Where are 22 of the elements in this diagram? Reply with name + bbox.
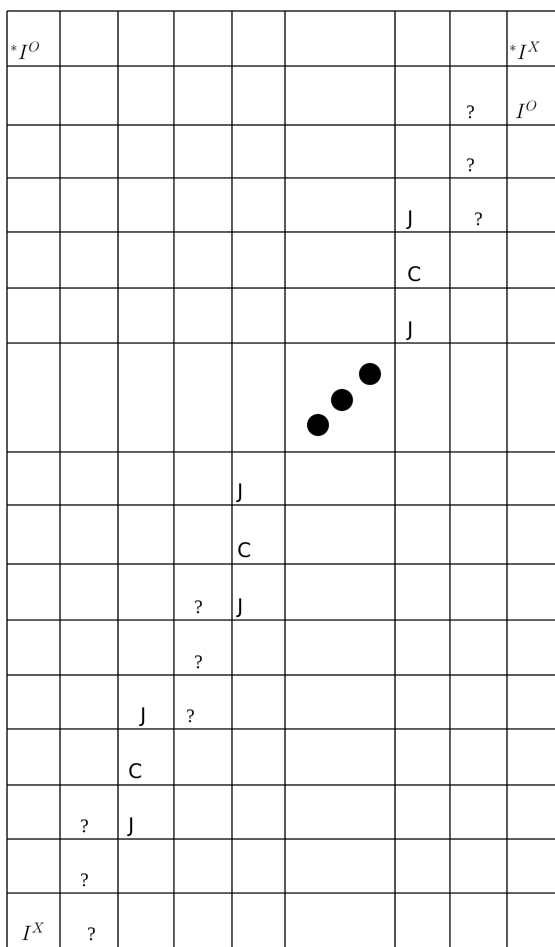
cell-letter: J — [236, 598, 242, 617]
cell-symbol: ? — [187, 709, 194, 722]
cell-symbol: ? — [195, 600, 202, 614]
cell-letter: J — [236, 483, 242, 502]
cell-symbol: ? — [475, 212, 482, 226]
cell-formula: $I^{O}$ — [516, 100, 536, 118]
cell-symbol: ? — [81, 819, 88, 832]
cell-symbol: ? — [195, 655, 202, 668]
cell-symbol: ? — [88, 927, 95, 940]
cell-letter: J — [406, 210, 412, 229]
cell-letter: J — [139, 707, 144, 726]
cell-formula: $I^{X}$ — [22, 922, 44, 940]
cell-symbol: ? — [467, 158, 474, 172]
cell-formula: ${}^{*}I^{X}$ — [510, 42, 540, 59]
cell-symbol: ? — [81, 873, 88, 886]
cell-letter: C — [238, 542, 250, 558]
cell-letter: C — [129, 763, 142, 778]
cell-symbol: ? — [467, 105, 474, 118]
cell-letter: J — [406, 321, 412, 340]
cell-formula: ${}^{*}I^{O}$ — [11, 41, 39, 59]
cell-letter: C — [408, 266, 420, 282]
cell-letter: J — [127, 817, 132, 836]
